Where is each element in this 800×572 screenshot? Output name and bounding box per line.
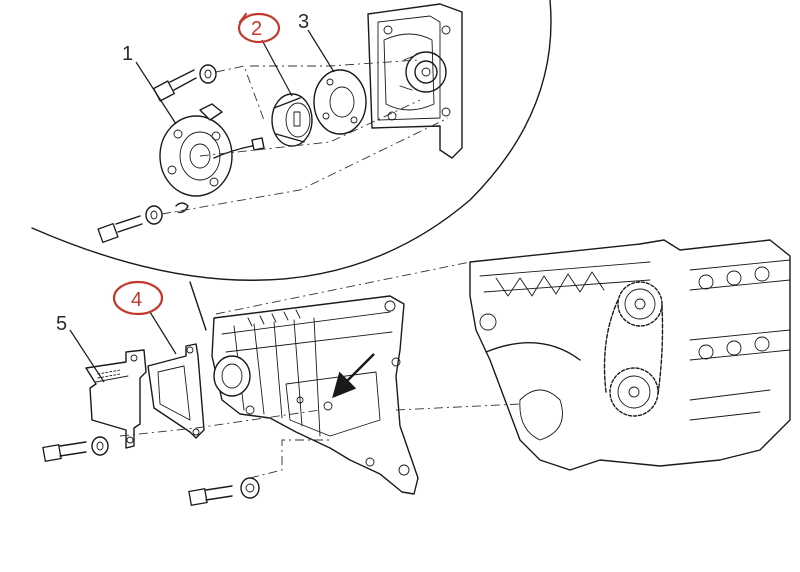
idler-pulley [479,313,497,331]
part-4-gasket [147,343,205,439]
main-bolt-bottom [188,477,260,507]
camshaft-lower [689,329,791,361]
part-2-sleeve [271,93,313,147]
main-bolt-left [42,436,109,463]
main-alignment-top [215,261,471,315]
leader-1 [135,61,177,125]
callout-labels: 1 2 3 4 5 [56,11,309,335]
inset-bolt-lower [97,202,189,244]
part-3-disc [313,69,367,135]
callout-3: 3 [298,11,309,33]
main-assembly [42,239,791,507]
main-alignment-left [119,409,321,437]
cam-gear-upper [617,281,663,327]
callout-5: 5 [56,313,67,335]
leader-4 [149,311,177,355]
main-alignment-mid [395,403,521,411]
callout-2-highlight-marker [237,12,281,44]
callout-4-group: 4 [112,280,164,316]
part-1-sensor-assembly [159,103,265,197]
detail-inset [31,0,552,331]
inset-boundary-arc [31,0,552,281]
callout-1: 1 [122,43,133,65]
inset-pointer [189,281,207,331]
leader-5 [69,329,105,383]
engine-block [469,239,791,471]
timing-cover [211,295,419,495]
inset-alignment-lower [161,117,449,215]
camshaft-upper [689,259,791,291]
callout-2: 2 [251,18,262,40]
mounting-face [367,3,463,159]
leader-3 [307,29,335,73]
inset-bolt-upper [152,64,217,102]
callout-4: 4 [131,289,142,311]
leader-2 [261,39,293,97]
callout-2-group: 2 [237,12,281,44]
inset-alignment-mid [199,99,421,157]
main-alignment-low [249,439,330,479]
callout-4-highlight-marker [112,280,164,316]
timing-chain [603,299,664,395]
arrow-down-left-icon [332,353,375,399]
part-5-bracket-plate [85,349,147,449]
